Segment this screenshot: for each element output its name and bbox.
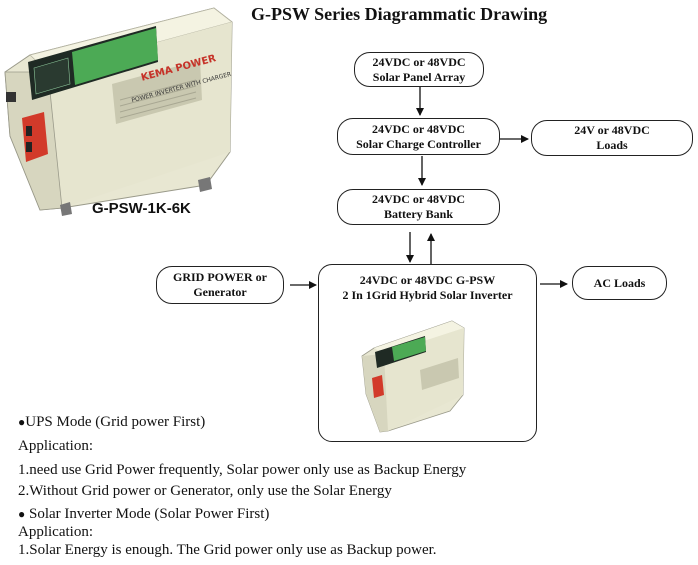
grid-power-box: GRID POWER or Generator — [156, 266, 284, 304]
application-item-1: 1.need use Grid Power frequently, Solar … — [18, 462, 467, 478]
charge-controller-box: 24VDC or 48VDC Solar Charge Controller — [337, 118, 500, 155]
diagram-title: G-PSW Series Diagrammatic Drawing — [251, 4, 548, 24]
grid-line1: GRID POWER or — [173, 270, 267, 284]
grid-line2: Generator — [193, 285, 247, 299]
ac-loads-box: AC Loads — [572, 266, 667, 300]
dc-loads-line1: 24V or 48VDC — [574, 123, 650, 137]
application-item-2: 2.Without Grid power or Generator, only … — [18, 483, 392, 499]
battery-line2: Battery Bank — [384, 207, 453, 221]
ac-loads-label: AC Loads — [593, 275, 646, 290]
charge-controller-line1: 24VDC or 48VDC — [371, 121, 466, 136]
model-label: G-PSW-1K-6K — [92, 200, 191, 217]
ups-mode-bullet: ●UPS Mode (Grid power First) — [18, 414, 206, 430]
application-heading-1: Application: — [18, 438, 93, 454]
solar-panel-box: 24VDC or 48VDC Solar Panel Array — [354, 52, 484, 87]
bullet-dot: ● — [18, 507, 26, 521]
dc-loads-box: 24V or 48VDC Loads — [531, 120, 693, 156]
application-item-3: 1.Solar Energy is enough. The Grid power… — [18, 542, 437, 558]
charge-controller-line2: Solar Charge Controller — [356, 136, 481, 151]
solar-mode-bullet: ● Solar Inverter Mode (Solar Power First… — [18, 506, 270, 522]
inverter-line1: 24VDC or 48VDC G-PSW — [359, 273, 496, 287]
solar-panel-line1: 24VDC or 48VDC — [372, 54, 466, 69]
bullet-dot: ● — [18, 415, 26, 429]
solar-panel-line2: Solar Panel Array — [372, 69, 466, 84]
application-heading-2: Application: — [18, 524, 93, 540]
dc-loads-line2: Loads — [596, 138, 628, 152]
battery-bank-box: 24VDC or 48VDC Battery Bank — [337, 189, 500, 225]
battery-line1: 24VDC or 48VDC — [371, 192, 466, 206]
inverter-line2: 2 In 1Grid Hybrid Solar Inverter — [342, 288, 513, 302]
